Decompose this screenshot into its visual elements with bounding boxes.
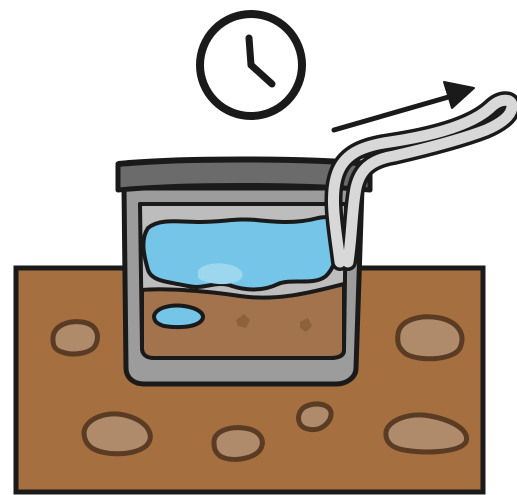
water-puddle [154, 305, 203, 327]
rock-icon [84, 414, 150, 454]
rock-icon [214, 428, 262, 460]
rock-icon [53, 322, 98, 354]
clock-icon [200, 14, 302, 116]
rock-icon [299, 404, 332, 430]
water-icon [143, 217, 341, 289]
arrow-head [444, 82, 474, 108]
clock-hour-hand [249, 38, 251, 65]
rock-icon [398, 317, 462, 359]
